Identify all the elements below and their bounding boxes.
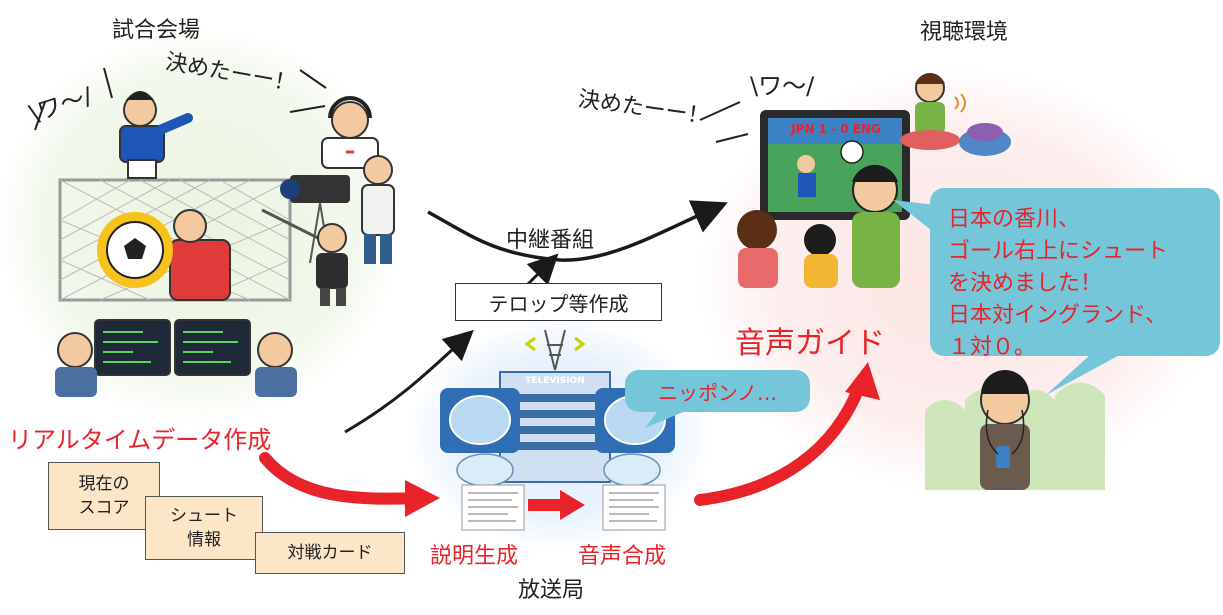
data-to-description-arrow — [259, 452, 426, 505]
data-operators-illustration — [55, 319, 297, 397]
audio-guide-label: 音声ガイド — [735, 326, 885, 361]
description-gen-label: 説明生成 — [430, 544, 519, 569]
camera-operator-illustration — [280, 155, 395, 264]
relay-program-label: 中継番組 — [506, 228, 595, 253]
boom-operator-illustration — [261, 208, 348, 306]
venue-speech-lines — [34, 67, 327, 131]
telop-input-arrow — [344, 329, 474, 434]
viewing-title: 視聴環境 — [920, 20, 1009, 45]
brain-left-illustration — [440, 388, 520, 487]
mother-illustration — [900, 73, 966, 150]
audio-guide-bubble: 日本の香川、 ゴール右上にシュート を決めました！ 日本対イングランド、 １対０… — [930, 188, 1220, 360]
tts-bubble: ニッポンノ… — [625, 370, 810, 412]
home-cheer-wa: \ワ〜/ — [750, 72, 815, 100]
document-sheets-illustration — [461, 484, 666, 531]
synth-to-guide-arrow — [694, 379, 866, 506]
home-speech-lines — [699, 101, 749, 143]
guide-bubble-tail-lower — [1046, 352, 1125, 395]
listener-illustration — [980, 370, 1030, 490]
matchup-document: 対戦カード — [255, 532, 405, 574]
goalkeeper-illustration — [169, 209, 231, 301]
speech-synth-label: 音声合成 — [578, 544, 667, 569]
realtime-data-label: リアルタイムデータ作成 — [8, 426, 272, 454]
soccer-ball-illustration — [97, 212, 173, 288]
tv-brand-label: TELEVISION — [525, 376, 585, 386]
broadcaster-title: 放送局 — [518, 578, 585, 603]
telop-output-arrow — [526, 253, 559, 286]
family-illustration — [737, 164, 900, 288]
data-to-description-arrowhead — [405, 480, 440, 517]
telop-box: テロップ等作成 — [455, 283, 662, 321]
description-to-synth-arrowhead — [560, 490, 585, 520]
venue-title: 試合会場 — [112, 18, 201, 43]
tv-score-overlay: JPN 1 - 0 ENG — [791, 122, 881, 136]
tts-bubble-tail — [645, 408, 688, 428]
laundry-illustration — [959, 123, 1011, 156]
commentator-illustration — [321, 96, 379, 169]
shot-info-document: シュート 情報 — [145, 496, 263, 560]
synth-to-guide-arrowhead — [845, 362, 880, 400]
relay-program-arrow — [427, 200, 728, 262]
jumping-player-illustration — [119, 91, 193, 179]
tv-set-illustration — [760, 110, 910, 220]
score-document: 現在の スコア — [48, 462, 160, 530]
